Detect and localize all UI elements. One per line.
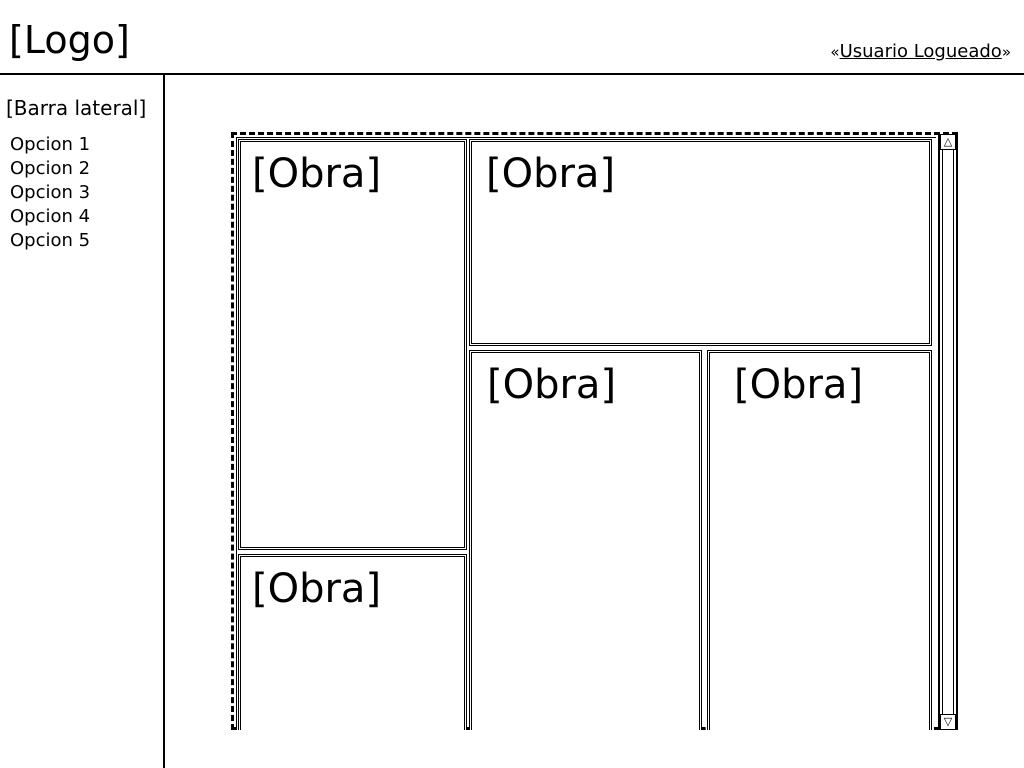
logged-user-link[interactable]: Usuario Logueado <box>839 41 1002 62</box>
artwork-card-label: [Obra] <box>252 566 382 612</box>
artwork-card-label: [Obra] <box>486 151 616 197</box>
artwork-card[interactable]: [Obra] <box>238 554 467 730</box>
scrollbar-track[interactable] <box>942 150 954 714</box>
sidebar-item-opcion-5[interactable]: Opcion 5 <box>10 230 91 251</box>
artwork-card[interactable]: [Obra] <box>238 139 467 550</box>
artwork-card-label: [Obra] <box>252 151 382 197</box>
artwork-card[interactable]: [Obra] <box>469 350 702 730</box>
artwork-card-label: [Obra] <box>487 362 617 408</box>
logo[interactable]: [Logo] <box>9 18 130 62</box>
sidebar-item-opcion-4[interactable]: Opcion 4 <box>10 206 91 227</box>
scroll-up-button[interactable]: △ <box>940 134 956 150</box>
user-menu: «Usuario Logueado» <box>830 40 1011 64</box>
sidebar-title: [Barra lateral] <box>6 96 147 120</box>
sidebar-item-opcion-3[interactable]: Opcion 3 <box>10 182 91 203</box>
triangle-down-icon: ▽ <box>943 715 953 728</box>
sidebar-menu: Opcion 1 Opcion 2 Opcion 3 Opcion 4 Opci… <box>10 133 90 253</box>
sidebar-divider <box>163 75 165 768</box>
artwork-card[interactable]: [Obra] <box>707 350 932 730</box>
artwork-card-label: [Obra] <box>734 362 864 408</box>
gallery-scrollbar[interactable]: △ ▽ <box>938 134 958 730</box>
scroll-down-button[interactable]: ▽ <box>940 714 956 730</box>
gallery-viewport <box>236 137 936 730</box>
sidebar-item-opcion-1[interactable]: Opcion 1 <box>10 134 91 155</box>
user-prefix: « <box>830 43 840 61</box>
triangle-up-icon: △ <box>943 135 953 148</box>
sidebar-item-opcion-2[interactable]: Opcion 2 <box>10 158 91 179</box>
artwork-card[interactable]: [Obra] <box>469 139 932 346</box>
user-suffix: » <box>1001 43 1011 61</box>
header-divider <box>0 73 1024 75</box>
